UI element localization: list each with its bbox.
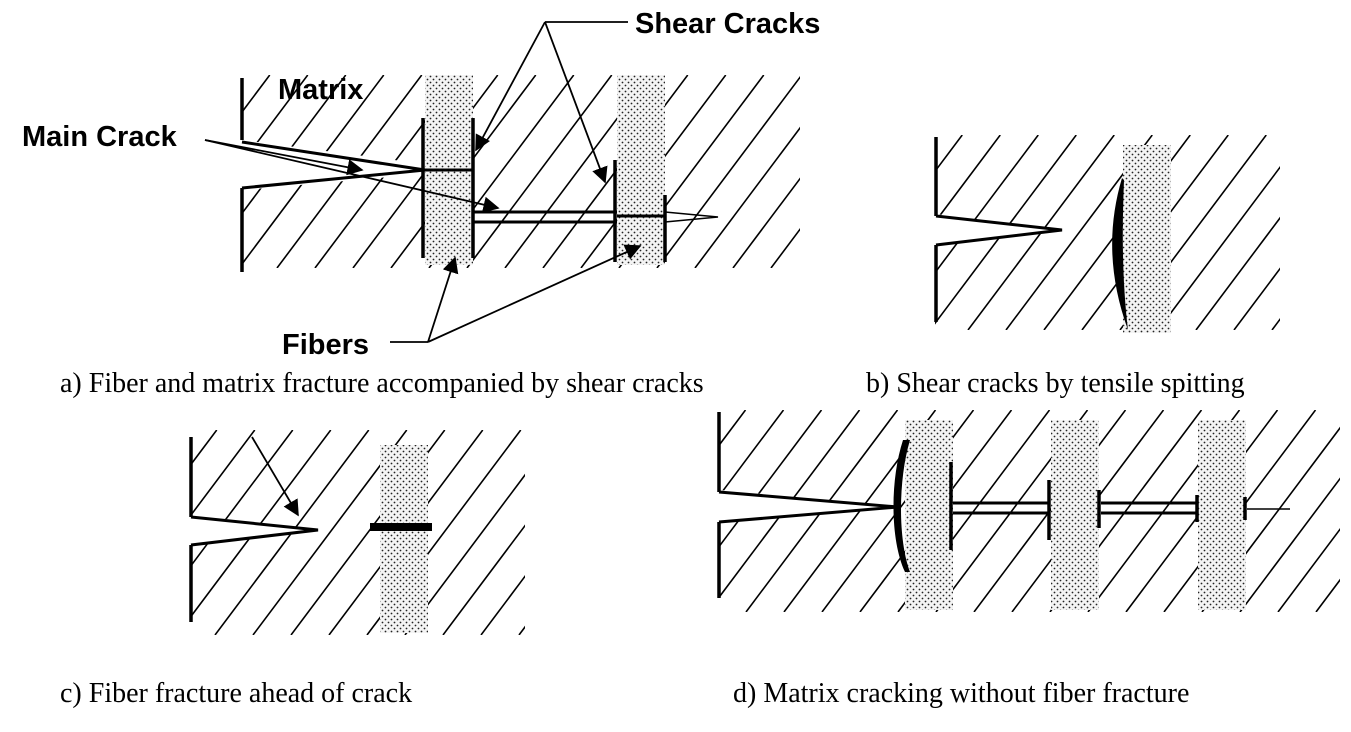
hatch-line (935, 135, 963, 330)
hatch-line (1195, 135, 1280, 330)
shear-crack-arrow-2 (544, 21, 608, 184)
main-crack-b (935, 214, 1063, 247)
fibers-arrow-2 (427, 244, 642, 343)
caption-a: a) Fiber and matrix fracture accompanied… (60, 368, 704, 399)
shear-crack-arrow-1 (475, 21, 546, 152)
hatch-line (720, 410, 785, 612)
panel-c (0, 430, 863, 635)
panel-a: Shear Cracks Matrix Main Crack Fibers (22, 8, 954, 361)
hatch-line (556, 410, 708, 612)
hatch-line (1315, 410, 1340, 612)
hatch-line (518, 430, 525, 635)
hatch-line (1157, 135, 1280, 330)
hatch-line (442, 430, 525, 635)
hatch-line (242, 75, 271, 268)
tensile-split-b (1112, 178, 1128, 330)
main-crack-a (241, 140, 426, 190)
main-crack-c (190, 515, 319, 547)
caption-c: c) Fiber fracture ahead of crack (60, 678, 412, 709)
hatch-line (935, 135, 1001, 330)
fiber-d1 (905, 420, 953, 610)
hatch-line (656, 75, 800, 268)
hatch-line (404, 430, 525, 635)
fibers-label: Fibers (282, 329, 369, 361)
caption-b: b) Shear cracks by tensile spitting (866, 368, 1245, 399)
hatch-line (1271, 135, 1280, 330)
matrix-crack-channel-a (473, 210, 617, 224)
shear-cracks-label: Shear Cracks (635, 8, 820, 40)
hatch-line (671, 430, 825, 635)
hatch-line (633, 430, 787, 635)
matrix-hatching-c (0, 430, 863, 635)
hatch-line (709, 430, 863, 635)
fiber-b (1123, 145, 1171, 333)
main-crack-arrow-1 (204, 139, 364, 176)
hatch-line (778, 135, 924, 330)
hatch-line (732, 75, 800, 268)
panel-d (518, 410, 1340, 612)
hatch-line (0, 430, 141, 635)
fiber-c (380, 445, 428, 633)
hatch-line (1310, 135, 1351, 330)
hatch-line (49, 75, 194, 268)
fiber-d2 (1051, 420, 1099, 610)
matrix-crack-d1 (953, 501, 1048, 515)
matrix-crack-d2 (1101, 501, 1196, 515)
hatch-line (518, 410, 670, 612)
hatch-line (770, 75, 800, 268)
hatch-line (1233, 135, 1280, 330)
fiber-a2 (617, 75, 665, 265)
hatch-line (809, 75, 954, 268)
debond-d1 (893, 440, 910, 572)
main-crack-label: Main Crack (22, 121, 178, 153)
hatch-line (1277, 410, 1340, 612)
main-crack-arrow-2 (204, 139, 500, 213)
hatch-line (595, 430, 749, 635)
fiber-d3 (1198, 420, 1246, 610)
arrow-c (251, 436, 299, 517)
hatch-line (192, 430, 256, 635)
hatch-line (557, 430, 711, 635)
hatch-line (87, 75, 232, 268)
hatch-line (694, 75, 800, 268)
hatch-line (480, 430, 525, 635)
caption-d: d) Matrix cracking without fiber fractur… (733, 678, 1189, 709)
panel-b (740, 135, 1351, 333)
hatch-line (242, 75, 309, 268)
hatch-line (1239, 410, 1340, 612)
fibers-arrow-1 (427, 256, 459, 343)
matrix-label: Matrix (278, 74, 363, 106)
hatch-line (25, 430, 179, 635)
hatch-line (740, 135, 886, 330)
hatch-line (466, 75, 613, 268)
